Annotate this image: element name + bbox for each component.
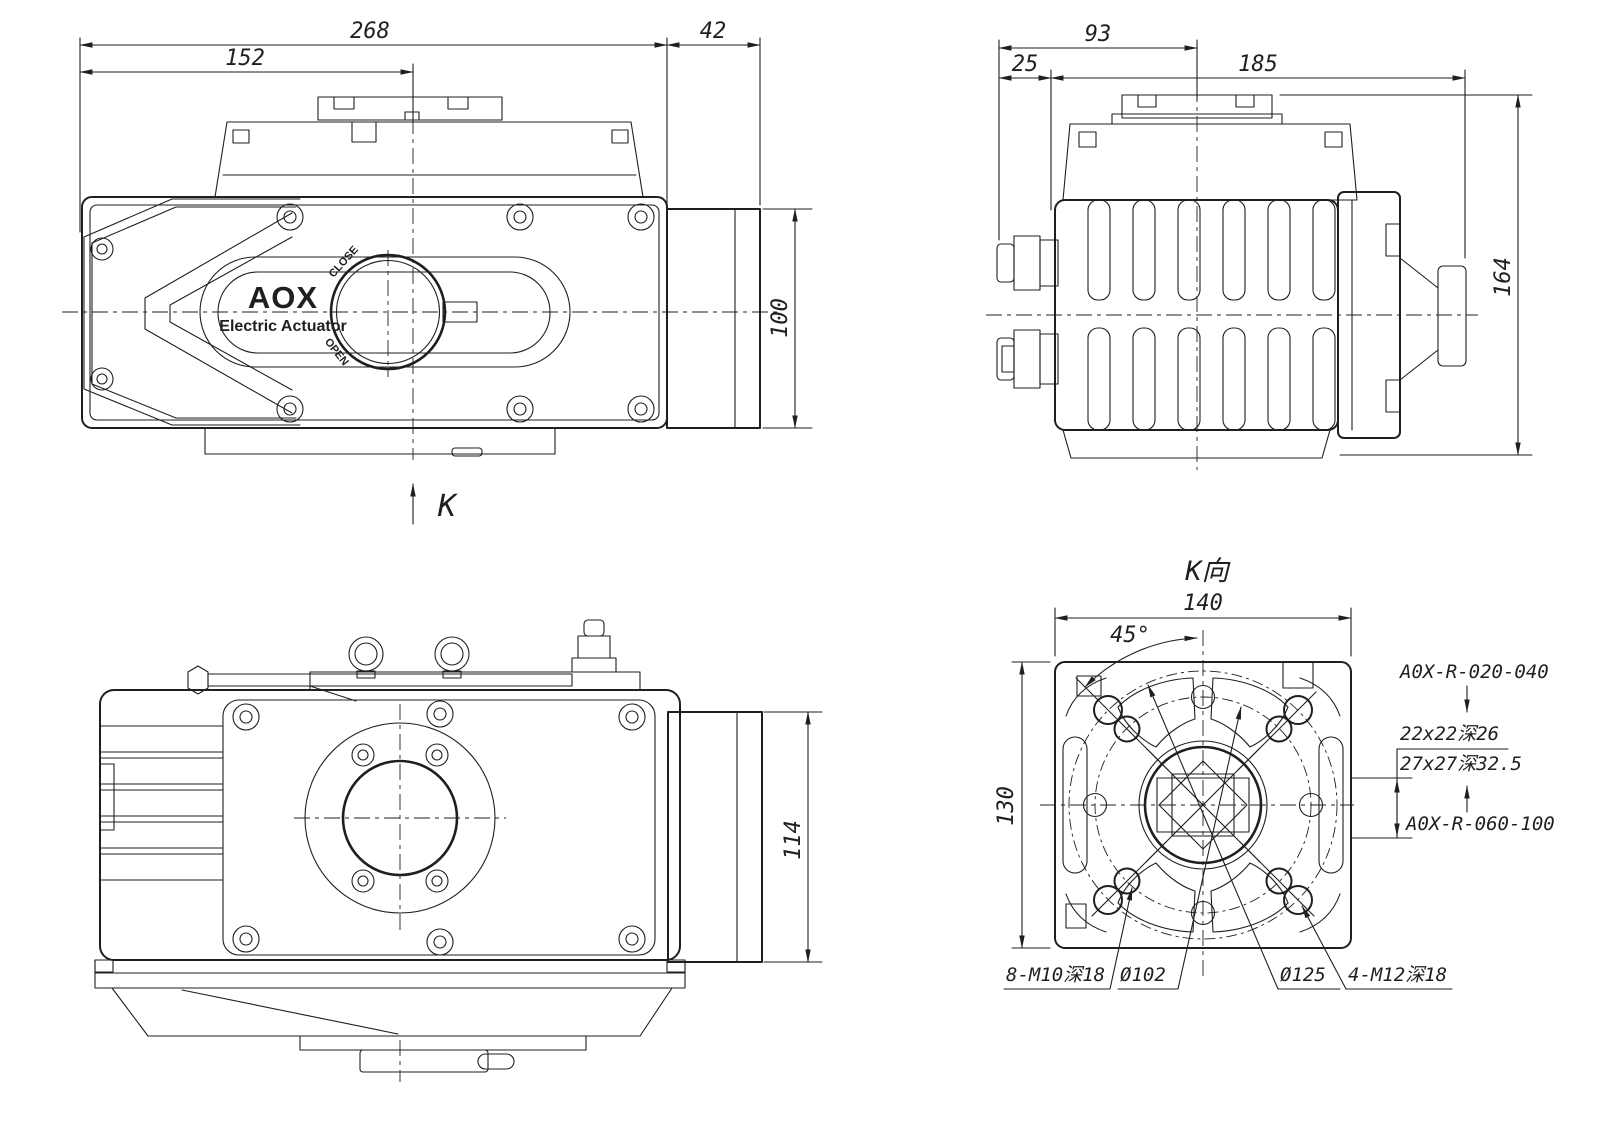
handle-hex-end [187, 665, 209, 695]
bottom-cover-plate [222, 699, 656, 956]
k-view-arrow: K [410, 483, 458, 525]
bolt-circle-125 [1068, 670, 1338, 940]
ann-square-small: 22x22深26 [1400, 723, 1499, 745]
ann-m10: 8-M10深18 [1006, 964, 1105, 986]
front-view-drawing: 268 42 152 100 [62, 19, 813, 525]
dim-overall-height: 164 [1491, 257, 1516, 297]
bottom-view-drawing: 114 [94, 619, 823, 1082]
manual-handle-rod [207, 673, 573, 687]
left-fins [99, 725, 224, 881]
brand-label: AOX [248, 280, 318, 315]
hole-callouts: 8-M10深18 Ø102 Ø125 4-M12深18 [1003, 684, 1453, 990]
top-cover [214, 121, 644, 198]
actuator-body-bottom [99, 689, 681, 961]
dim-height-right-box: 100 [768, 298, 793, 338]
electrical-connectors [348, 636, 470, 679]
position-indicator-knob: CLOSE OPEN [322, 244, 478, 371]
dim-body-length: 185 [1238, 52, 1278, 77]
ann-model-small: A0X-R-020-040 [1399, 661, 1549, 683]
dim-width-to-shaft: 152 [225, 46, 265, 71]
dim-width-total: 268 [350, 19, 390, 44]
dim-kview-width: 140 [1183, 591, 1223, 616]
dim-gland-offset: 25 [1012, 52, 1039, 77]
bolt-circle-102 [1094, 696, 1312, 914]
casting-cutouts [1062, 677, 1344, 933]
brand-subtitle: Electric Actuator [219, 318, 346, 335]
dim-kview-angle: 45° [1110, 623, 1150, 648]
ann-model-large: A0X-R-060-100 [1405, 813, 1555, 835]
m12-holes [1093, 695, 1313, 915]
cable-gland-upper [996, 235, 1059, 291]
ann-d125: Ø125 [1280, 964, 1326, 986]
k-direction-view: K向 140 130 45° [994, 556, 1555, 990]
bottom-cover-screws [232, 700, 646, 956]
octagon-end-cap [83, 198, 301, 426]
dim-bottom-box-height: 114 [781, 820, 806, 860]
top-cable-gland [571, 619, 617, 673]
side-base [1062, 429, 1331, 459]
ann-m12: 4-M12深18 [1348, 964, 1447, 986]
m10-holes-diagonal [1113, 715, 1293, 895]
base-plate [204, 427, 556, 455]
k-arrow-label: K [437, 489, 458, 524]
drive-size-annotations: A0X-R-020-040 22x22深26 27x27深32.5 A0X-R-… [1351, 661, 1555, 839]
dim-kview-height: 130 [994, 786, 1019, 826]
side-view-drawing: 93 25 185 164 [986, 22, 1533, 470]
bottom-base [94, 959, 686, 1082]
bottom-mounting-flange [294, 704, 506, 932]
ann-square-large: 27x27深32.5 [1400, 753, 1522, 775]
m10-holes-cardinal [1082, 684, 1324, 926]
ann-d102: Ø102 [1120, 964, 1166, 986]
dim-width-right-box: 42 [700, 19, 727, 44]
cover-screws [276, 203, 655, 423]
k-view-title: K向 [1184, 556, 1230, 587]
side-top-cover [1062, 123, 1358, 201]
terminal-plate [309, 671, 641, 691]
cable-gland-lower [996, 329, 1059, 389]
right-end-box-bottom [667, 711, 763, 963]
dim-to-mount-center: 93 [1085, 22, 1112, 47]
right-end-box [666, 208, 761, 429]
label-plate-outline [199, 256, 571, 368]
